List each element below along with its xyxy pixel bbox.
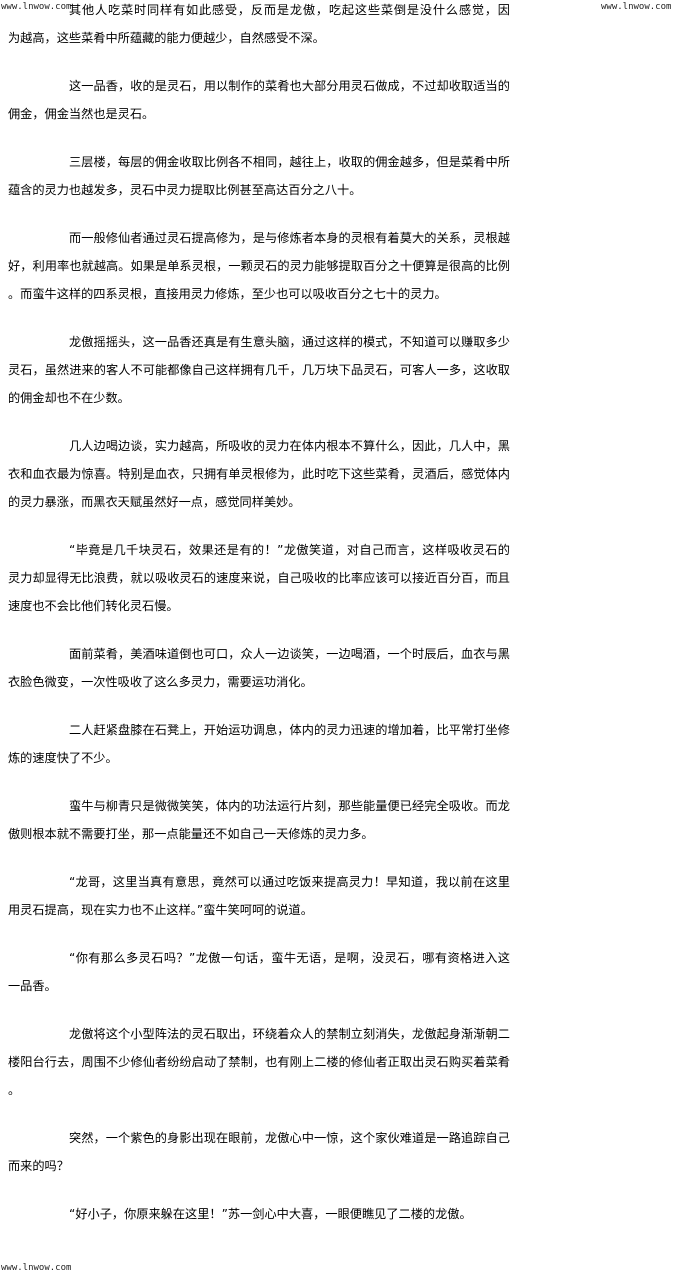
text-line: 。 [8, 1083, 21, 1097]
text-line: 一品香。 [8, 979, 57, 993]
text-line: 傲则根本就不需要打坐，那一点能量还不如自己一天修炼的灵力多。 [8, 827, 374, 841]
paragraph: 三层楼，每层的佣金收取比例各不相同，越往上，收取的佣金越多，但是菜肴中所蕴含的灵… [8, 148, 510, 204]
text-line: 速度也不会比他们转化灵石慢。 [8, 599, 179, 613]
text-line: “你有那么多灵石吗？”龙傲一句话，蛮牛无语，是啊，没灵石，哪有资格进入这 [69, 951, 510, 965]
text-line: 衣脸色微变，一次性吸收了这么多灵力，需要运功消化。 [8, 675, 313, 689]
paragraph: 这一品香，收的是灵石，用以制作的菜肴也大部分用灵石做成，不过却收取适当的佣金，佣… [8, 72, 510, 128]
paragraph: 龙傲将这个小型阵法的灵石取出，环绕着众人的禁制立刻消失，龙傲起身渐渐朝二楼阳台行… [8, 1020, 510, 1104]
paragraph: 龙傲摇摇头，这一品香还真是有生意头脑，通过这样的模式，不知道可以赚取多少灵石，虽… [8, 328, 510, 412]
paragraph: 面前菜肴，美酒味道倒也可口，众人一边谈笑，一边喝酒，一个时辰后，血衣与黑衣脸色微… [8, 640, 510, 696]
paragraph: 蛮牛与柳青只是微微笑笑，体内的功法运行片刻，那些能量便已经完全吸收。而龙傲则根本… [8, 792, 510, 848]
text-line: 几人边喝边谈，实力越高，所吸收的灵力在体内根本不算什么，因此，几人中，黑 [69, 439, 510, 453]
text-line: “毕竟是几千块灵石，效果还是有的！”龙傲笑道，对自己而言，这样吸收灵石的 [69, 543, 510, 557]
text-line: 炼的速度快了不少。 [8, 751, 118, 765]
paragraph: 突然，一个紫色的身影出现在眼前，龙傲心中一惊，这个家伙难道是一路追踪自己而来的吗… [8, 1124, 510, 1180]
text-line: 面前菜肴，美酒味道倒也可口，众人一边谈笑，一边喝酒，一个时辰后，血衣与黑 [69, 647, 510, 661]
text-line: 蛮牛与柳青只是微微笑笑，体内的功法运行片刻，那些能量便已经完全吸收。而龙 [69, 799, 510, 813]
text-line: 。而蛮牛这样的四系灵根，直接用灵力修炼，至少也可以吸收百分之七十的灵力。 [8, 287, 447, 301]
text-line: 其他人吃菜时同样有如此感受，反而是龙傲，吃起这些菜倒是没什么感觉，因 [69, 3, 510, 17]
text-line: 的灵力暴涨，而黑衣天赋虽然好一点，感觉同样美妙。 [8, 495, 301, 509]
paragraph: “你有那么多灵石吗？”龙傲一句话，蛮牛无语，是啊，没灵石，哪有资格进入这一品香。 [8, 944, 510, 1000]
text-line: 灵石，虽然进来的客人不可能都像自己这样拥有几千，几万块下品灵石，可客人一多，这收… [8, 363, 510, 377]
text-line: 突然，一个紫色的身影出现在眼前，龙傲心中一惊，这个家伙难道是一路追踪自己 [69, 1131, 510, 1145]
watermark-bottom-left: www.lnwow.com [1, 1263, 72, 1273]
paragraph: “龙哥，这里当真有意思，竟然可以通过吃饭来提高灵力！早知道，我以前在这里用灵石提… [8, 868, 510, 924]
text-line: 的佣金却也不在少数。 [8, 391, 130, 405]
text-line: “龙哥，这里当真有意思，竟然可以通过吃饭来提高灵力！早知道，我以前在这里 [69, 875, 510, 889]
text-line: 佣金，佣金当然也是灵石。 [8, 107, 155, 121]
paragraph: 几人边喝边谈，实力越高，所吸收的灵力在体内根本不算什么，因此，几人中，黑衣和血衣… [8, 432, 510, 516]
text-line: 而来的吗？ [8, 1159, 69, 1173]
text-line: 为越高，这些菜肴中所蕴藏的能力便越少，自然感受不深。 [8, 31, 325, 45]
text-line: 灵力却显得无比浪费，就以吸收灵石的速度来说，自己吸收的比率应该可以接近百分百，而… [8, 571, 510, 585]
text-line: 三层楼，每层的佣金收取比例各不相同，越往上，收取的佣金越多，但是菜肴中所 [69, 155, 510, 169]
text-line: 衣和血衣最为惊喜。特别是血衣，只拥有单灵根修为，此时吃下这些菜肴，灵酒后，感觉体… [8, 467, 510, 481]
text-line: “好小子，你原来躲在这里！”苏一剑心中大喜，一眼便瞧见了二楼的龙傲。 [69, 1207, 472, 1221]
text-line: 楼阳台行去，周围不少修仙者纷纷启动了禁制，也有刚上二楼的修仙者正取出灵石购买着菜… [8, 1055, 510, 1069]
watermark-top-left: www.lnwow.com [1, 2, 72, 12]
paragraph: “毕竟是几千块灵石，效果还是有的！”龙傲笑道，对自己而言，这样吸收灵石的灵力却显… [8, 536, 510, 620]
text-line: 而一般修仙者通过灵石提高修为，是与修炼者本身的灵根有着莫大的关系，灵根越 [69, 231, 510, 245]
paragraph: 二人赶紧盘膝在石凳上，开始运功调息，体内的灵力迅速的增加着，比平常打坐修炼的速度… [8, 716, 510, 772]
text-line: 龙傲摇摇头，这一品香还真是有生意头脑，通过这样的模式，不知道可以赚取多少 [69, 335, 510, 349]
watermark-top-right: www.lnwow.com [601, 2, 672, 12]
text-line: 这一品香，收的是灵石，用以制作的菜肴也大部分用灵石做成，不过却收取适当的 [69, 79, 510, 93]
article-body: 其他人吃菜时同样有如此感受，反而是龙傲，吃起这些菜倒是没什么感觉，因为越高，这些… [8, 0, 510, 1248]
text-line: 龙傲将这个小型阵法的灵石取出，环绕着众人的禁制立刻消失，龙傲起身渐渐朝二 [69, 1027, 510, 1041]
text-line: 好，利用率也就越高。如果是单系灵根，一颗灵石的灵力能够提取百分之十便算是很高的比… [8, 259, 510, 273]
paragraph: “好小子，你原来躲在这里！”苏一剑心中大喜，一眼便瞧见了二楼的龙傲。 [8, 1200, 510, 1228]
paragraph: 其他人吃菜时同样有如此感受，反而是龙傲，吃起这些菜倒是没什么感觉，因为越高，这些… [8, 0, 510, 52]
text-line: 用灵石提高，现在实力也不止这样。”蛮牛笑呵呵的说道。 [8, 903, 313, 917]
text-line: 二人赶紧盘膝在石凳上，开始运功调息，体内的灵力迅速的增加着，比平常打坐修 [69, 723, 510, 737]
text-line: 蕴含的灵力也越发多，灵石中灵力提取比例甚至高达百分之八十。 [8, 183, 362, 197]
paragraph: 而一般修仙者通过灵石提高修为，是与修炼者本身的灵根有着莫大的关系，灵根越好，利用… [8, 224, 510, 308]
